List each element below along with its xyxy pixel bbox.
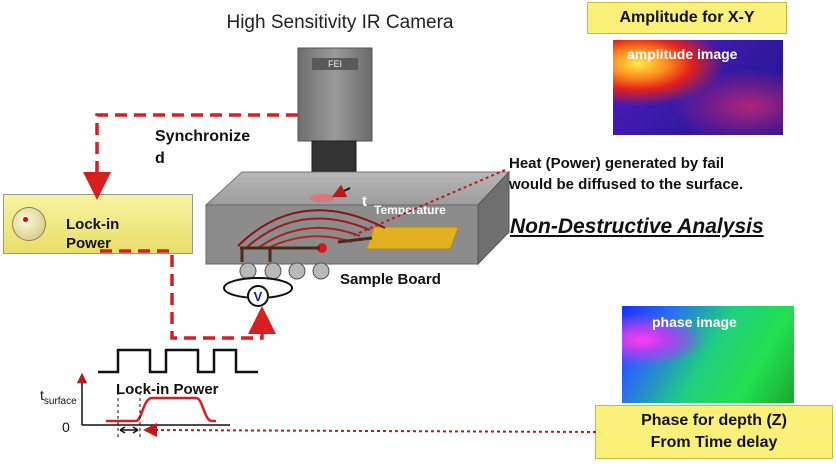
amplitude-image-caption: amplitude image xyxy=(627,46,738,62)
voltmeter-label: V xyxy=(254,289,263,304)
voltmeter: V xyxy=(223,277,293,307)
synchronized-label: Synchronize d xyxy=(155,128,251,167)
camera-title: High Sensitivity IR Camera xyxy=(226,12,454,33)
response-curve xyxy=(106,396,216,423)
t-label: t xyxy=(362,193,367,210)
sync-arrow xyxy=(83,113,298,200)
power-arrow xyxy=(100,249,276,340)
board-terminals xyxy=(239,262,330,280)
knob-icon xyxy=(12,207,46,241)
ir-camera: FEI xyxy=(297,47,373,177)
t-surface-label: tsurface xyxy=(40,387,77,407)
amplitude-image: amplitude image xyxy=(613,40,783,135)
phase-box: Phase for depth (Z) From Time delay xyxy=(595,405,833,459)
heat-pointer xyxy=(351,169,506,237)
amplitude-box: Amplitude for X-Y xyxy=(587,2,787,34)
square-wave xyxy=(98,348,258,374)
phase-pointer xyxy=(143,423,597,438)
waveform-label: Lock-in Power xyxy=(116,381,219,398)
heat-text: Heat (Power) generated by fail would be … xyxy=(509,155,744,193)
phase-image: phase image xyxy=(622,306,794,403)
lockin-power-label: Lock-in Power xyxy=(66,216,120,252)
sample-board-housing xyxy=(204,170,511,266)
camera-brand: FEI xyxy=(328,59,342,69)
zero-label: 0 xyxy=(62,419,70,435)
sample-board-label: Sample Board xyxy=(340,271,441,288)
non-destructive-label: Non-Destructive Analysis xyxy=(510,215,764,238)
phase-image-caption: phase image xyxy=(652,314,737,330)
